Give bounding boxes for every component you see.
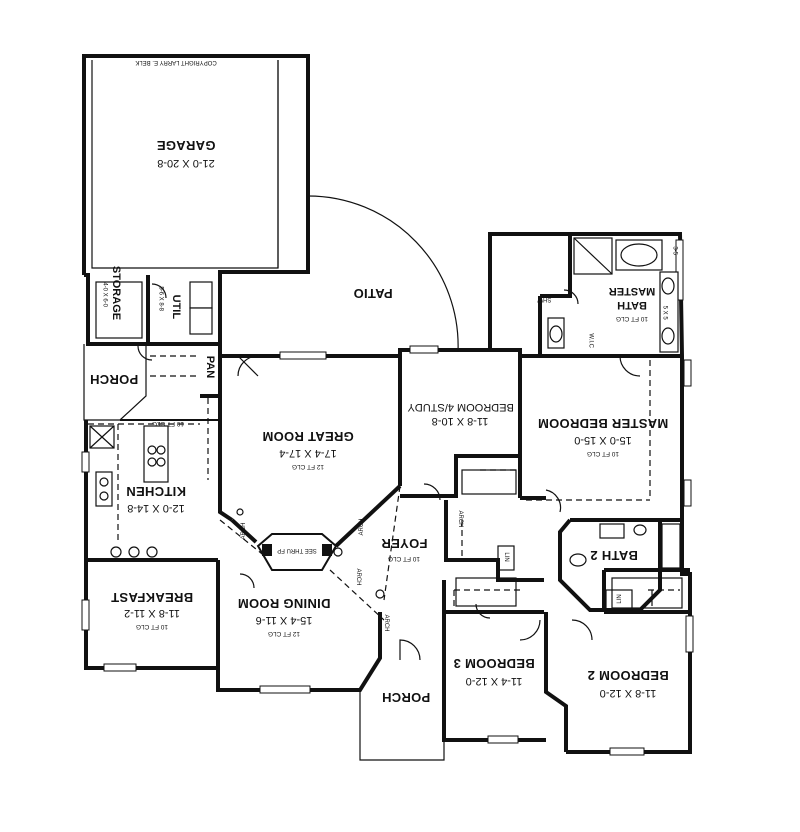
kitchen-ceiling: 10 FT CLG bbox=[152, 420, 184, 427]
utility-dims: 5-6 X 8-8 bbox=[157, 286, 163, 311]
storage-dims: 4-0 X 6-0 bbox=[101, 282, 107, 307]
breakfast-ceiling: 10 FT CLG bbox=[136, 623, 168, 630]
dining-room-label: DINING ROOM bbox=[238, 596, 331, 611]
side-porch-label: PORCH bbox=[90, 372, 138, 387]
dining-room-dims: 15-4 X 11-6 bbox=[256, 614, 313, 626]
shower-label: SHW bbox=[537, 296, 551, 302]
windows bbox=[81, 239, 694, 756]
exterior-walls bbox=[82, 54, 692, 761]
master-bedroom-label: MASTER BEDROOM bbox=[538, 416, 669, 431]
arch-label-3: ARCH bbox=[355, 568, 361, 585]
great-room-label: GREAT ROOM bbox=[262, 429, 354, 444]
copyright-text: COPYRIGHT LARRY E. BELK bbox=[135, 59, 216, 65]
arch-label-1: ARCH bbox=[241, 522, 247, 539]
garage-label: GARAGE bbox=[157, 138, 216, 153]
doors bbox=[137, 195, 641, 661]
bedroom2-label: BEDROOM 2 bbox=[587, 668, 668, 683]
master-bath-label-2: BATH bbox=[617, 299, 647, 311]
ceiling-lines bbox=[88, 355, 680, 621]
utility-label: UTIL bbox=[170, 295, 182, 320]
bedroom3-dims: 11-4 X 12-0 bbox=[466, 675, 523, 687]
bath2-label: BATH 2 bbox=[590, 548, 638, 563]
storage-label: STORAGE bbox=[110, 266, 122, 320]
kitchen-label: KITCHEN bbox=[126, 484, 186, 499]
master-bedroom-dims: 15-0 X 15-0 bbox=[574, 434, 631, 446]
patio-label: PATIO bbox=[353, 286, 392, 301]
foyer-ceiling: 10 FT CLG bbox=[388, 555, 420, 562]
bedroom2-dims: 11-8 X 12-0 bbox=[600, 687, 657, 699]
interior-walls bbox=[86, 234, 690, 668]
kitchen-dims: 12-0 X 14-8 bbox=[127, 502, 184, 514]
linen1-label: LIN bbox=[503, 552, 509, 561]
fixtures bbox=[89, 60, 683, 609]
garage-dims: 21-0 X 20-8 bbox=[157, 157, 214, 169]
bedroom3-label: BEDROOM 3 bbox=[453, 656, 534, 671]
arch-label-2: ARCH bbox=[359, 518, 365, 535]
great-room-dims: 17-4 X 17-4 bbox=[279, 447, 336, 459]
front-porch-label: PORCH bbox=[382, 690, 430, 705]
dim-5x5-label: 5 X 5 bbox=[661, 306, 667, 321]
linen2-label: LIN bbox=[617, 594, 623, 603]
arch-label-5: ARCH bbox=[457, 510, 463, 527]
room-labels: COPYRIGHT LARRY E. BELK GARAGE 21-0 X 20… bbox=[90, 59, 678, 705]
breakfast-dims: 11-8 X 11-2 bbox=[124, 607, 180, 619]
master-bedroom-ceiling: 10 FT CLG bbox=[587, 450, 619, 457]
great-room-ceiling: 12 FT CLG bbox=[292, 463, 324, 470]
dim-3x5-label: 3-5 bbox=[671, 246, 677, 255]
bedroom4-label: BEDROOM 4/STUDY bbox=[407, 401, 514, 413]
pantry-label: PAN bbox=[204, 356, 216, 378]
arch-label-4: ARCH bbox=[383, 614, 389, 631]
dining-room-ceiling: 12 FT CLG bbox=[268, 630, 300, 637]
foyer-label: FOYER bbox=[381, 536, 428, 551]
master-bath-ceiling: 10 FT CLG bbox=[616, 315, 648, 322]
fireplace-label: SEE THRU FP bbox=[277, 547, 317, 553]
breakfast-label: BREAKFAST bbox=[111, 590, 193, 605]
bedroom4-dims: 11-8 X 10-8 bbox=[432, 415, 489, 427]
master-bath-label: MASTER bbox=[609, 285, 656, 297]
wic-label: W.I.C bbox=[587, 333, 593, 348]
